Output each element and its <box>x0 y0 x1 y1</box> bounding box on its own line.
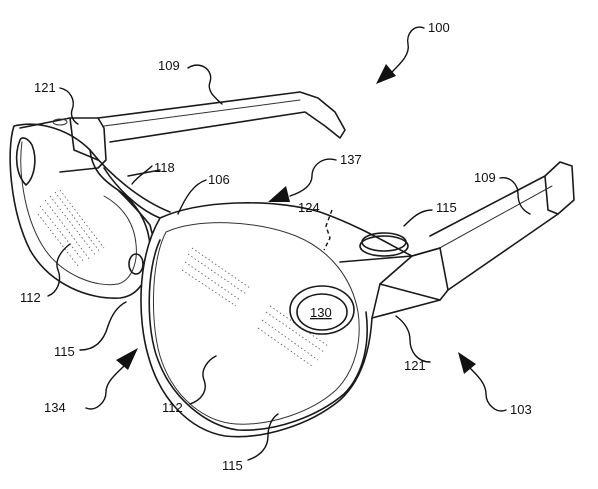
label-118: 118 <box>154 160 175 175</box>
reference-arrows <box>85 26 507 412</box>
left-lens-hatching <box>37 189 105 267</box>
label-124: 124 <box>298 200 320 215</box>
right-lens-hatching <box>181 247 329 367</box>
right-lens-frame <box>140 202 449 438</box>
label-109-left: 109 <box>158 58 180 73</box>
right-temple-arm <box>429 161 575 291</box>
label-112-right: 112 <box>162 400 183 415</box>
label-134: 134 <box>44 400 66 415</box>
left-lens-frame <box>9 123 151 299</box>
label-115-top: 115 <box>436 200 457 215</box>
label-112-left: 112 <box>20 290 41 305</box>
right-camera-ring <box>289 285 355 335</box>
label-137: 137 <box>340 152 362 167</box>
left-hinge-block <box>19 117 107 173</box>
label-115-left: 115 <box>54 344 75 359</box>
label-100: 100 <box>428 20 450 35</box>
right-hinge-block <box>339 247 441 319</box>
left-camera <box>128 253 144 275</box>
label-121-right: 121 <box>404 358 426 373</box>
label-106: 106 <box>208 172 230 187</box>
label-121-left: 121 <box>34 80 56 95</box>
label-115-bottom: 115 <box>222 458 243 473</box>
label-103: 103 <box>510 402 532 417</box>
reference-labels: 100 109 121 118 106 137 109 124 115 112 … <box>20 20 532 473</box>
right-top-button <box>359 232 409 257</box>
left-temple-arm <box>97 91 346 143</box>
leader-lines <box>47 64 531 461</box>
bridge <box>89 149 171 246</box>
label-109-right: 109 <box>474 170 496 185</box>
label-130: 130 <box>310 305 332 320</box>
